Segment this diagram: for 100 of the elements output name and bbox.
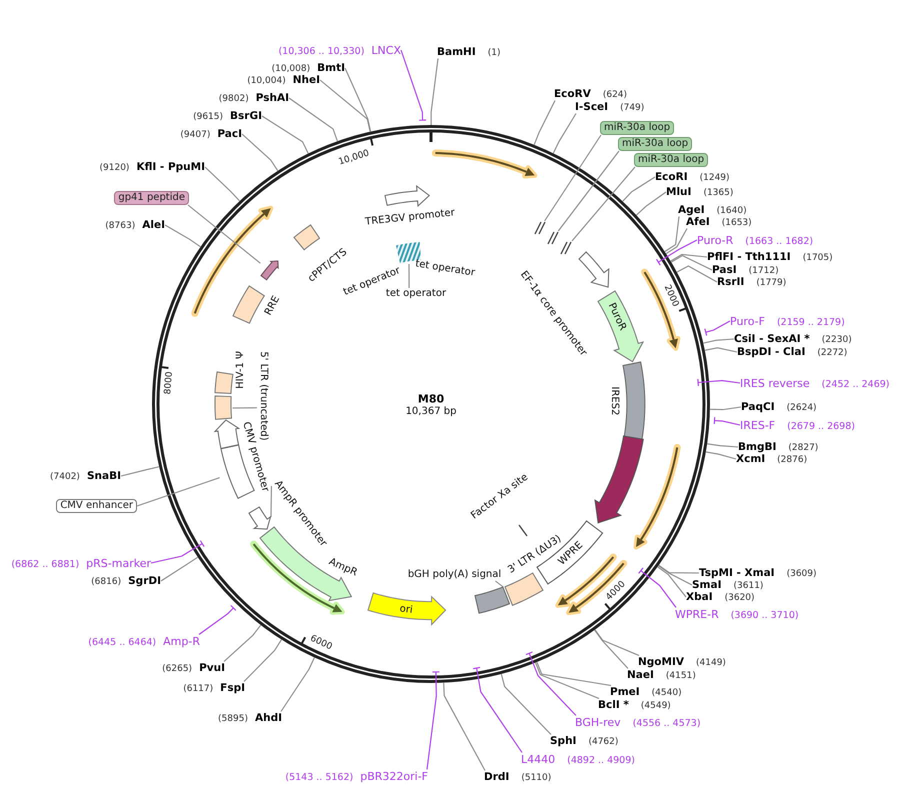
enzyme-name: SnaBI <box>86 470 121 482</box>
plasmid-size: 10,367 bp <box>406 406 456 418</box>
cut-position: (3611) <box>734 580 764 592</box>
enzyme-name: BmtI <box>317 62 345 74</box>
leader-line <box>704 320 731 336</box>
enzyme-name: NgoMIV <box>638 656 684 668</box>
primer-name: WPRE-R <box>675 608 719 620</box>
feature-mark <box>560 241 572 255</box>
cut-position: (1640) <box>716 204 747 218</box>
cut-position: (4151) <box>666 670 696 682</box>
feature-label: RRE <box>262 294 284 318</box>
feature-label: bGH poly(A) signal <box>408 569 502 581</box>
leader-line <box>572 166 636 242</box>
cut-position: (1653) <box>722 216 752 230</box>
enzyme-name: PmeI <box>610 686 640 698</box>
cut-position: (1) <box>488 46 500 60</box>
feature-mark <box>518 524 528 537</box>
leader-line <box>656 239 698 266</box>
cut-position: (9802) <box>218 92 249 106</box>
leader-line <box>536 662 612 686</box>
primer-name: BGH-rev <box>575 716 621 728</box>
directional-feature <box>578 250 610 288</box>
cut-position: (2272) <box>817 346 848 360</box>
enzyme-name: AhdI <box>254 712 282 724</box>
enzyme-name: EcoRI <box>655 170 688 184</box>
leader-line <box>198 604 236 636</box>
cut-position: (3609) <box>786 568 817 580</box>
enzyme-name: DrdI <box>484 770 510 784</box>
cut-position: (8763) <box>105 220 136 232</box>
cut-position: (7402) <box>50 470 80 484</box>
primer-name: pRS-marker <box>86 556 151 570</box>
primer-position: (4892 .. 4909) <box>567 754 635 766</box>
leader-line <box>552 113 576 154</box>
enzyme-name: KflI - PpuMI <box>136 160 205 174</box>
feature-label: IRES2 <box>608 386 620 416</box>
leader-line <box>204 166 240 202</box>
cut-position: (1365) <box>703 186 734 200</box>
cut-position: (5895) <box>218 712 248 726</box>
cut-position: (9615) <box>193 110 224 124</box>
feature-mark <box>547 231 559 245</box>
cut-position: (4149) <box>696 656 726 670</box>
directional-feature <box>260 260 280 282</box>
leader-line <box>710 406 742 410</box>
cut-position: (4540) <box>652 686 682 700</box>
leader-line <box>242 134 278 172</box>
enzyme-name: PflFI - Tth111I <box>707 250 791 264</box>
primer-position: (1663 .. 1682) <box>745 234 814 248</box>
enzyme-name: AfeI <box>686 216 710 228</box>
enzyme-name: BamHI <box>437 46 476 58</box>
leader-line <box>344 68 372 132</box>
directional-feature <box>597 290 644 363</box>
leader-line <box>120 466 160 477</box>
enzyme-name: SgrDI <box>128 574 161 588</box>
feature-label: HIV-1 Ψ <box>235 351 247 389</box>
enzyme-name: XbaI <box>686 590 713 604</box>
cut-position: (1705) <box>802 252 833 264</box>
leader-line <box>400 49 427 121</box>
plasmid-name: M80 <box>418 392 444 406</box>
feature-box <box>214 395 233 421</box>
leader-line <box>658 565 692 586</box>
leader-line <box>270 486 272 517</box>
enzyme-name: BspDI - ClaI <box>737 346 806 358</box>
feature-box <box>214 371 234 395</box>
leader-line <box>666 228 688 254</box>
leader-line <box>500 674 552 735</box>
enzyme-name: AgeI <box>678 204 705 216</box>
feature-box <box>474 586 511 614</box>
directional-feature <box>594 435 644 524</box>
leader-line <box>594 630 628 669</box>
leader-line <box>664 216 680 252</box>
directional-feature <box>214 419 240 450</box>
enzyme-name: SphI <box>550 734 576 748</box>
primer-name: Puro-F <box>730 314 765 328</box>
cut-position: (6816) <box>91 576 122 588</box>
feature-box <box>622 360 646 440</box>
cut-position: (1249) <box>700 172 730 184</box>
leader-line <box>288 98 338 142</box>
enzyme-name: MluI <box>666 186 692 198</box>
enzyme-name: PasI <box>712 264 737 276</box>
cut-position: (4549) <box>640 700 671 712</box>
enzyme-name: CsiI - SexAI * <box>734 332 810 346</box>
leader-line <box>280 657 315 712</box>
scale-number: 10,000 <box>337 148 370 168</box>
feature-tag: miR-30a loop <box>634 153 708 167</box>
leader-line <box>594 629 640 656</box>
leader-line <box>535 662 600 699</box>
cut-position: (1779) <box>756 276 786 290</box>
directional-feature <box>384 185 430 208</box>
enzyme-name: BclI * <box>598 698 629 712</box>
leader-line <box>472 666 523 754</box>
scale-number: 2000 <box>662 283 680 308</box>
feature-label: 5' LTR (truncated) <box>257 351 269 441</box>
leader-line <box>188 204 261 264</box>
cut-position: (5110) <box>521 772 552 784</box>
enzyme-name: BsrGI <box>230 110 262 122</box>
enzyme-name: RsrII <box>717 276 744 288</box>
leader-line <box>658 564 699 574</box>
cut-position: (6117) <box>183 682 214 696</box>
scale-number: 6000 <box>308 634 334 652</box>
primer-name: Amp-R <box>163 634 200 648</box>
